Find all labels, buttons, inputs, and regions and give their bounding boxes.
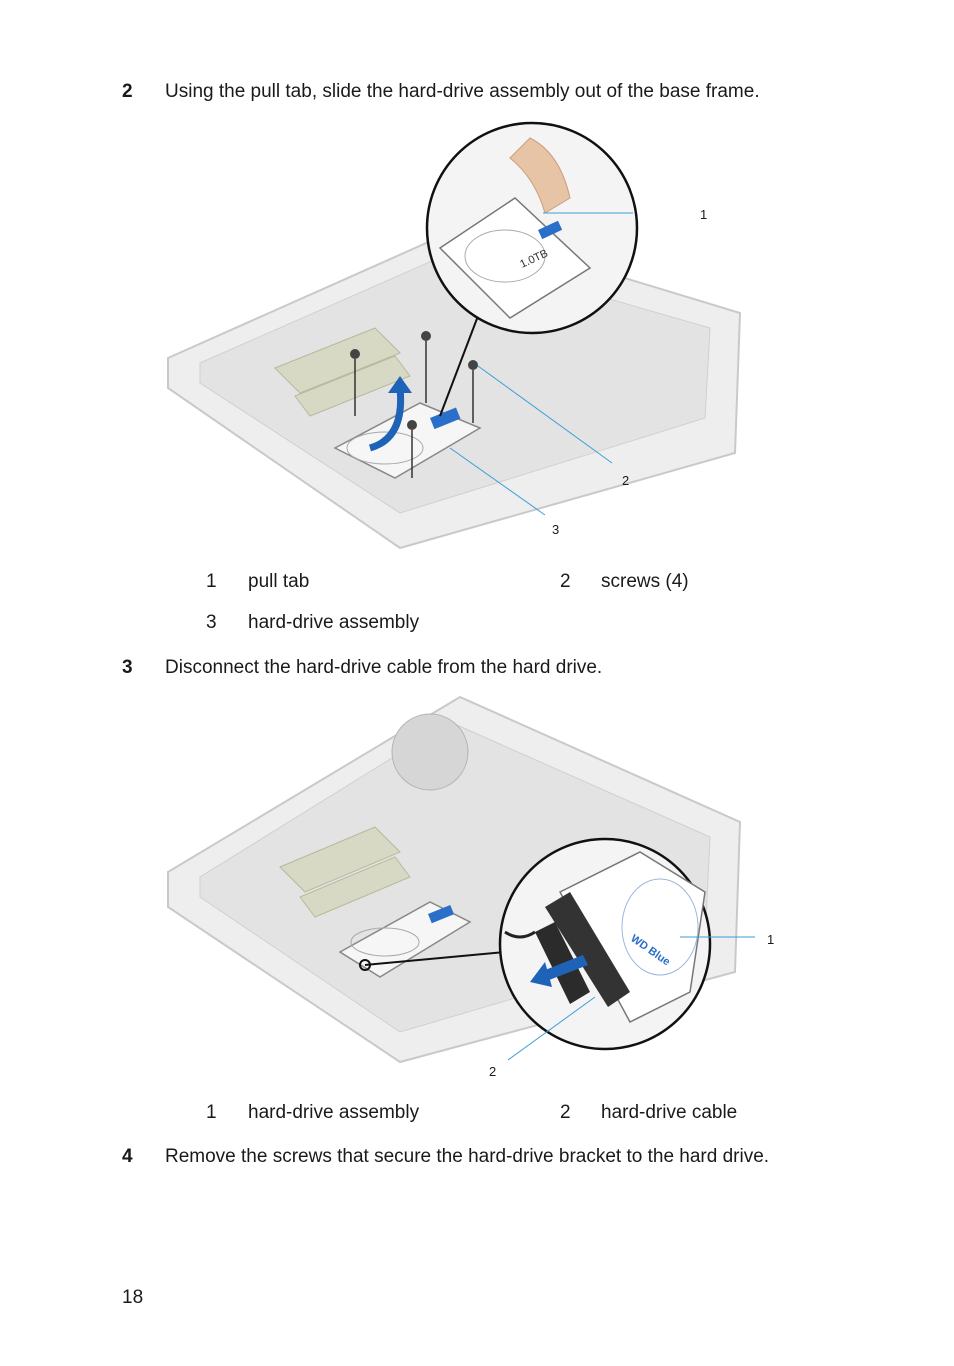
hard-drive-assembly	[338, 901, 472, 978]
arrow-head	[388, 376, 412, 393]
zoomed-drive: 1.0TB	[438, 137, 592, 319]
legend-number: 2	[560, 1102, 571, 1123]
legend-label: hard-drive assembly	[248, 1102, 420, 1123]
step-number: 2	[122, 81, 133, 102]
zoom-line	[439, 315, 479, 417]
legend-label: hard-drive cable	[601, 1102, 738, 1123]
cable-connector	[535, 922, 590, 1004]
callout-2: 2	[622, 473, 629, 488]
legend-number: 3	[206, 612, 217, 633]
legend-label: pull tab	[248, 571, 310, 592]
zoomed-drive: WD Blue	[504, 851, 706, 1023]
figure-pull-tab: 1.0TB 1 2 3	[167, 121, 742, 550]
step-number: 4	[122, 1146, 133, 1167]
screws	[350, 331, 478, 478]
callout-1: 1	[700, 207, 707, 222]
legend-label: hard-drive assembly	[248, 612, 420, 633]
disconnect-arrow	[540, 955, 588, 982]
legend-number: 1	[206, 1102, 217, 1123]
slide-arrow	[368, 387, 405, 452]
callout-3: 3	[552, 522, 559, 537]
memory-modules	[279, 826, 411, 918]
callout-2: 2	[489, 1064, 496, 1079]
drive-bracket	[545, 892, 630, 1007]
figure-hard-drive-cable: WD Blue 1 2	[167, 695, 774, 1079]
hard-drive-assembly	[333, 402, 482, 479]
step-text: Remove the screws that secure the hard-d…	[165, 1146, 770, 1167]
callout-1: 1	[767, 932, 774, 947]
callout-line-2	[507, 996, 596, 1061]
legend-number: 2	[560, 571, 571, 592]
step-number: 3	[122, 657, 133, 678]
memory-modules	[274, 327, 411, 417]
page-number: 18	[122, 1287, 144, 1308]
zoom-line	[364, 951, 506, 966]
cable-wire	[504, 930, 536, 939]
legend-label: screws (4)	[601, 571, 689, 592]
callout-line-3	[449, 447, 546, 516]
arrow-head	[530, 962, 552, 987]
fan	[391, 713, 469, 791]
legend-number: 1	[206, 571, 217, 592]
step-text: Disconnect the hard-drive cable from the…	[165, 657, 603, 678]
step-text: Using the pull tab, slide the hard-drive…	[165, 81, 760, 102]
callout-line-2	[477, 365, 613, 464]
